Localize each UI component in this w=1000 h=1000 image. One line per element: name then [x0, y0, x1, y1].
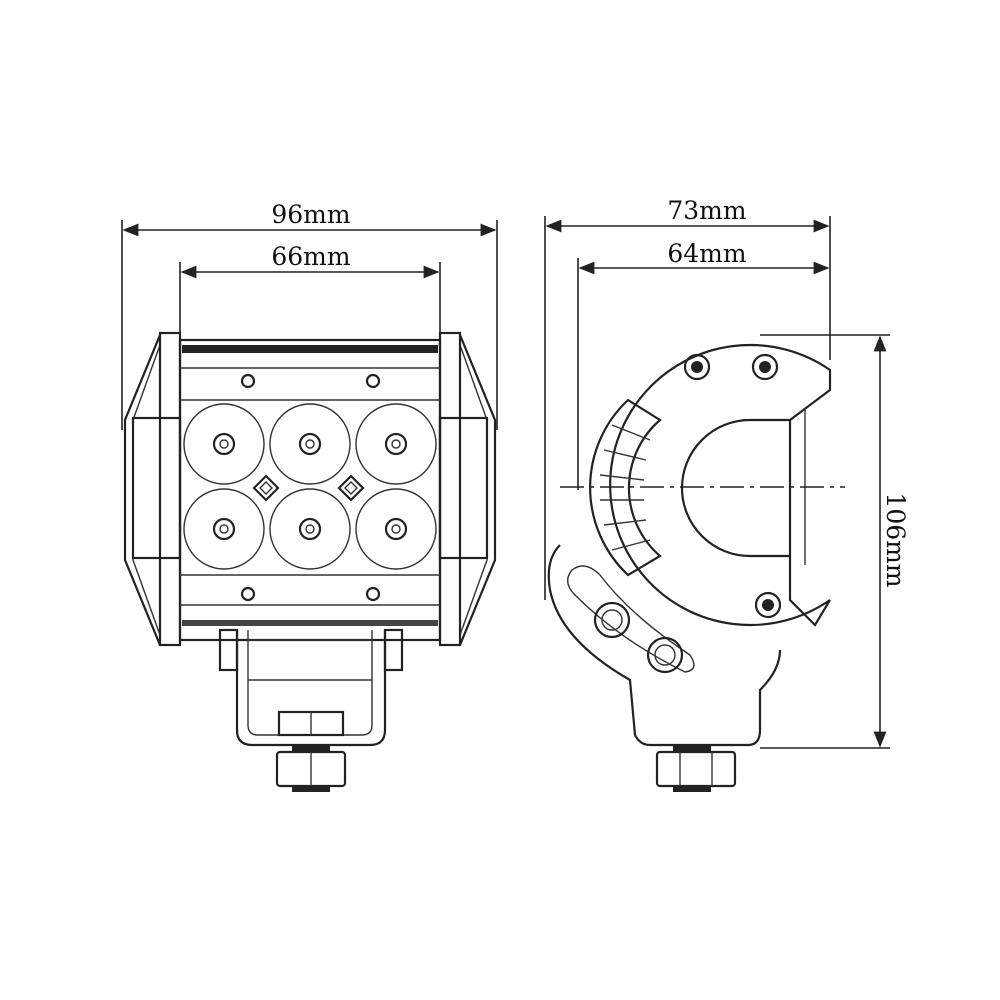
nut-icon: [275, 746, 347, 792]
width-96-label: 96mm: [271, 200, 351, 229]
diamond-marker: [252, 474, 365, 502]
width-66-label: 66mm: [271, 242, 351, 271]
side-dimension-64: 64mm: [577, 239, 830, 490]
led-lens: [183, 403, 437, 570]
front-view-light: [123, 331, 497, 792]
depth-73-label: 73mm: [667, 196, 747, 225]
screw-icon: [240, 373, 381, 602]
front-dimension-96: 96mm: [121, 200, 498, 430]
nut-icon: [655, 746, 737, 792]
depth-64-label: 64mm: [667, 239, 747, 268]
height-106-label: 106mm: [881, 492, 910, 587]
mount-hole-icon: [683, 353, 782, 619]
side-view-light: [547, 343, 845, 792]
side-dimension-73: 73mm: [544, 196, 831, 600]
side-dimension-106: 106mm: [760, 334, 910, 749]
front-dimension-66: 66mm: [179, 242, 441, 340]
